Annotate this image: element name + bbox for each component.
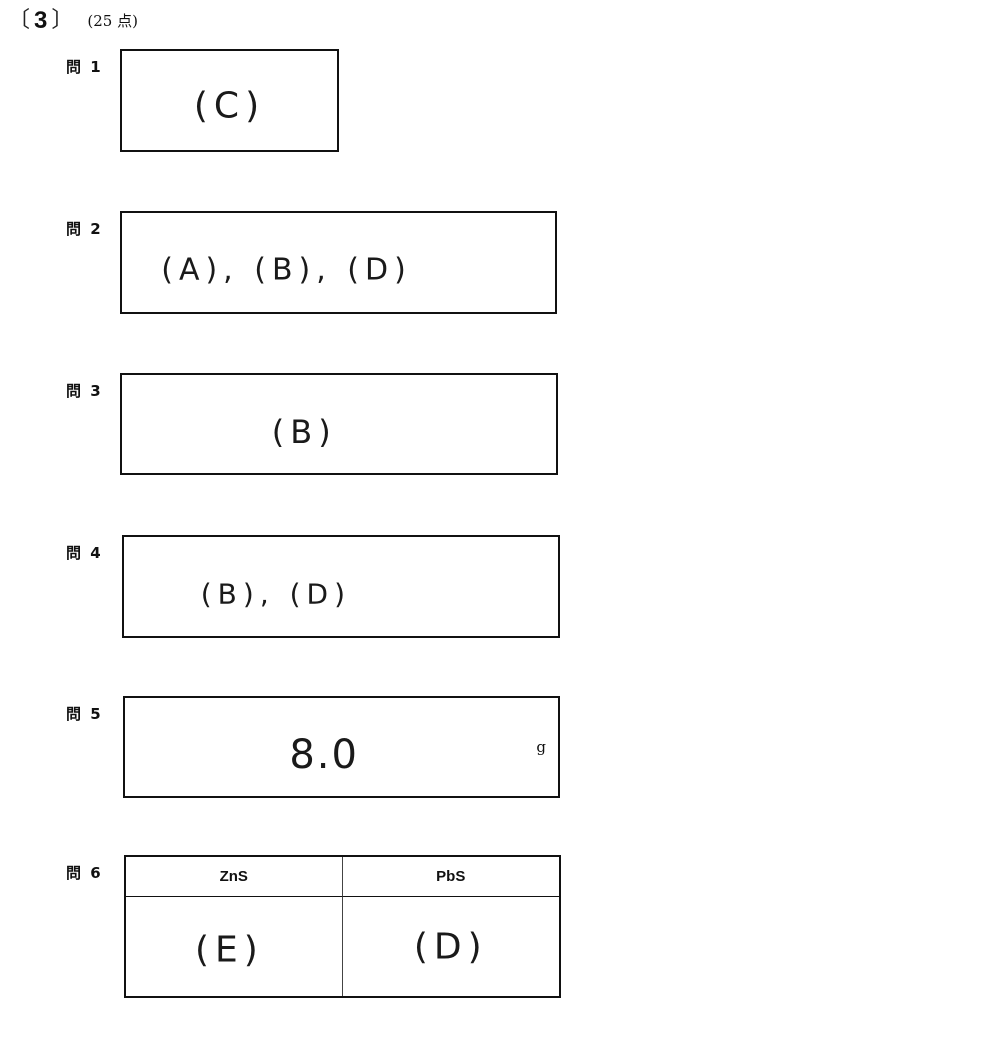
- question-5-answer-box[interactable]: 8.0 g: [123, 696, 560, 798]
- question-6-cell-zns[interactable]: (E): [126, 897, 343, 996]
- section-header: 〔 3 〕 (25 点): [8, 6, 138, 36]
- bracket-open: 〔: [8, 8, 31, 33]
- question-6-header-pbs: PbS: [342, 857, 559, 897]
- question-6-answer-zns: (E): [195, 929, 264, 971]
- bracket-close: 〕: [51, 8, 74, 33]
- question-5-unit: g: [536, 738, 546, 756]
- question-6-label: 問 6: [66, 864, 103, 882]
- question-2-label: 問 2: [66, 220, 103, 238]
- question-4-answer: (B), (D): [200, 577, 352, 611]
- question-6-header-zns: ZnS: [126, 857, 343, 897]
- question-1-answer: (C): [193, 85, 266, 127]
- question-5-answer: 8.0: [289, 731, 359, 778]
- question-5-label: 問 5: [66, 705, 103, 723]
- question-4-answer-box[interactable]: (B), (D): [122, 535, 560, 638]
- question-4-label: 問 4: [66, 544, 103, 562]
- question-2-answer: (A), (B), (D): [161, 252, 412, 288]
- points-label: (25 点): [87, 11, 138, 30]
- section-number: 3: [34, 7, 48, 34]
- question-3-answer: (B): [271, 412, 337, 451]
- question-1-label: 問 1: [66, 58, 103, 76]
- question-6-cell-pbs[interactable]: (D): [343, 897, 560, 996]
- question-6-answer-pbs: (D): [413, 926, 488, 967]
- question-2-answer-box[interactable]: (A), (B), (D): [120, 211, 557, 314]
- question-6-answer-table: ZnS PbS (E) (D): [124, 855, 561, 998]
- question-1-answer-box[interactable]: (C): [120, 49, 339, 152]
- question-3-label: 問 3: [66, 382, 103, 400]
- question-3-answer-box[interactable]: (B): [120, 373, 558, 475]
